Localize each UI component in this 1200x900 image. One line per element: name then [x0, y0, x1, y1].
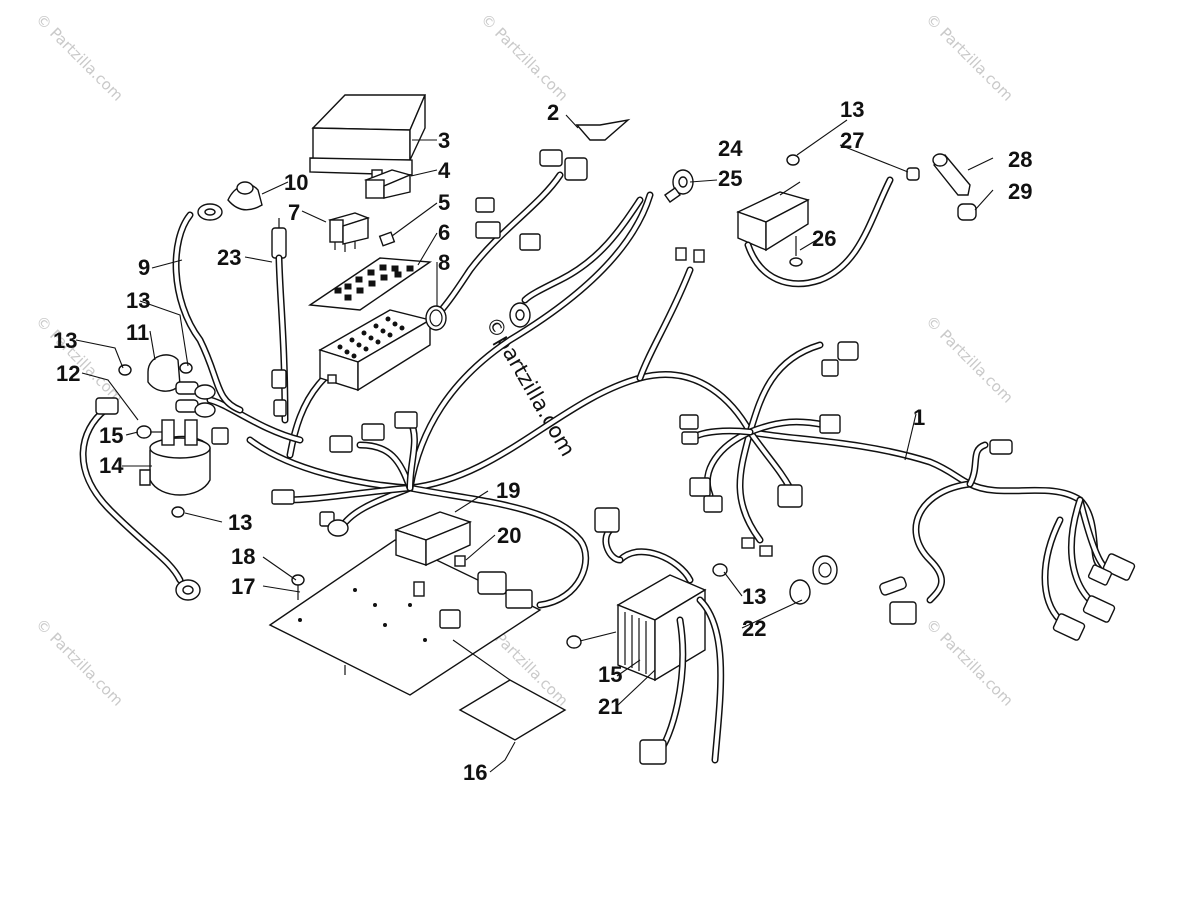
- callout-15: 15: [99, 423, 123, 448]
- boot-10: [227, 181, 263, 211]
- callout-9: 9: [138, 255, 150, 280]
- callout-4: 4: [438, 158, 451, 183]
- callout-13: 13: [53, 328, 77, 353]
- pad-16: [452, 639, 567, 741]
- relay-7: [327, 212, 371, 252]
- socket-22: [789, 555, 838, 605]
- terminal-rings: [175, 381, 216, 418]
- screw-18: [291, 574, 305, 600]
- watermark: © Partzilla.com: [922, 312, 1017, 407]
- callout-29: 29: [1008, 179, 1032, 204]
- screw-26: [789, 236, 803, 267]
- module-25: [736, 176, 894, 288]
- callout-7: 7: [288, 200, 300, 225]
- watermark: © Partzilla.com: [922, 10, 1017, 105]
- callout-6: 6: [438, 220, 450, 245]
- callout-23: 23: [217, 245, 241, 270]
- elbow-28: [932, 153, 971, 196]
- callout-21: 21: [598, 694, 622, 719]
- right-branch-connectors: [879, 496, 1136, 641]
- cap-29: [957, 203, 977, 221]
- callout-11: 11: [126, 320, 149, 345]
- watermark: © Partzilla.com: [32, 312, 127, 407]
- fuse-label-6: [307, 257, 433, 311]
- relay-4: [363, 169, 413, 199]
- cable-9: [172, 203, 244, 414]
- pad-20: [454, 555, 466, 567]
- callout-16: 16: [463, 760, 487, 785]
- watermark: © Partzilla.com: [922, 615, 1017, 710]
- callouts: 1 2 3 4 5 6 7 8 9 10 11 12 13 13 13 13 1…: [53, 97, 1032, 785]
- callout-20: 20: [497, 523, 521, 548]
- screw-15-left: [136, 425, 162, 439]
- elbow-27: [906, 167, 920, 181]
- callout-22: 22: [742, 616, 766, 641]
- leader-lines: [75, 114, 994, 773]
- watermark: © Partzilla.com: [477, 10, 572, 105]
- callout-13: 13: [742, 584, 766, 609]
- clip-8: [425, 305, 447, 331]
- tray-connector: [477, 571, 533, 609]
- fuse-block-base: [318, 309, 432, 392]
- sensor-23: [271, 218, 289, 424]
- cable-12: [79, 397, 201, 601]
- solenoid-14: [139, 419, 211, 496]
- callout-2: 2: [547, 100, 559, 125]
- callout-19: 19: [496, 478, 520, 503]
- cable-24: [509, 169, 694, 328]
- watermark: © Partzilla.com: [32, 10, 127, 105]
- watermark: © Partzilla.com: [32, 615, 127, 710]
- nut-13: [118, 154, 800, 577]
- callout-5: 5: [438, 190, 450, 215]
- callout-15: 15: [598, 662, 622, 687]
- callout-28: 28: [1008, 147, 1032, 172]
- callout-13: 13: [228, 510, 252, 535]
- callout-27: 27: [840, 128, 864, 153]
- callout-13: 13: [126, 288, 150, 313]
- fuse-box-cover-3: [309, 94, 427, 179]
- callout-24: 24: [718, 136, 743, 161]
- callout-25: 25: [718, 166, 742, 191]
- callout-17: 17: [231, 574, 255, 599]
- callout-3: 3: [438, 128, 450, 153]
- callout-26: 26: [812, 226, 836, 251]
- screw-15-right: [566, 631, 617, 649]
- fuse-5: [378, 231, 396, 247]
- callout-10: 10: [284, 170, 308, 195]
- harness-connectors: [211, 118, 1013, 557]
- callout-18: 18: [231, 544, 255, 569]
- tray-17: [268, 539, 542, 696]
- callout-8: 8: [438, 250, 450, 275]
- cdi-19: [393, 511, 473, 567]
- callout-14: 14: [99, 453, 124, 478]
- boot-11: [147, 354, 181, 392]
- callout-1: 1: [913, 405, 925, 430]
- regulator-21: [594, 507, 725, 765]
- callout-13: 13: [840, 97, 864, 122]
- callout-12: 12: [56, 361, 80, 386]
